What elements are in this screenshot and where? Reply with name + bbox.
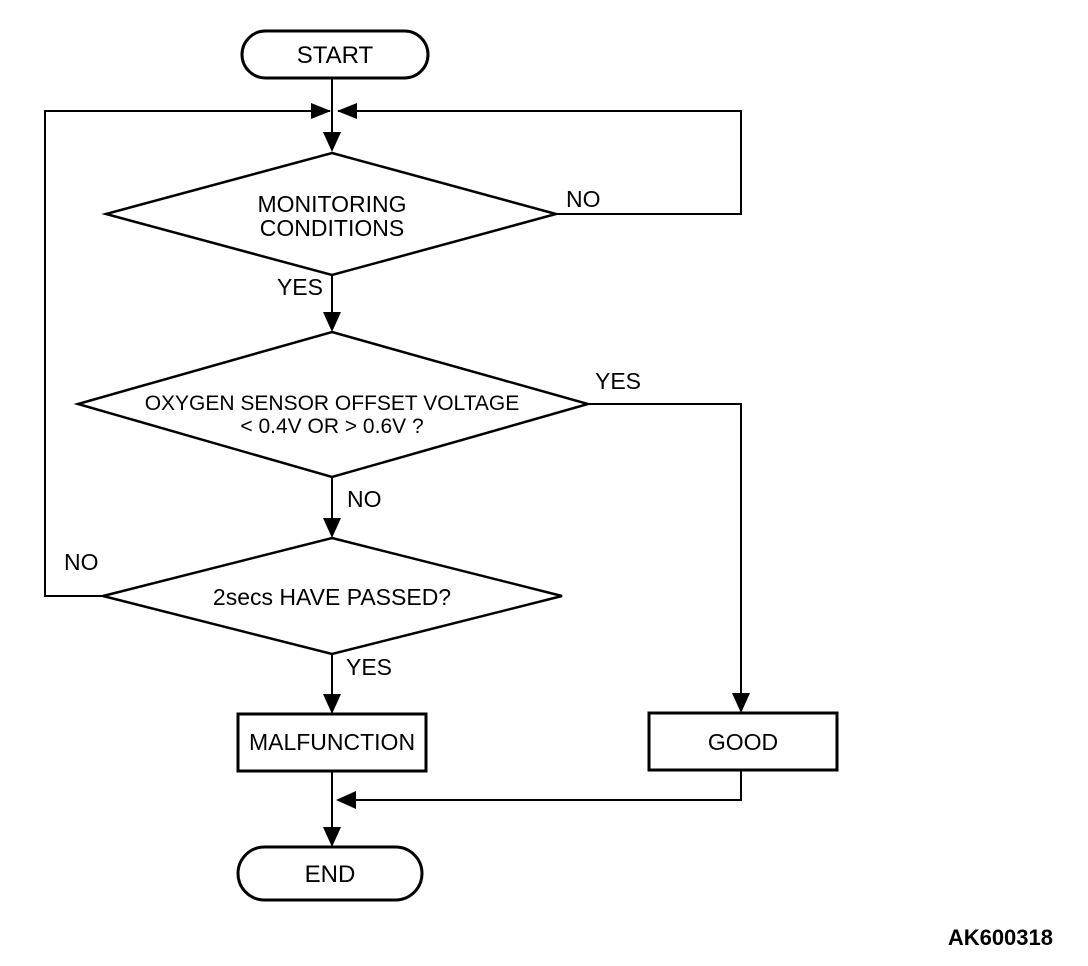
node-oxygen-label-line1: OXYGEN SENSOR OFFSET VOLTAGE <box>145 392 520 415</box>
arrowhead-good-merge-icon <box>336 791 356 809</box>
edge-label-oxygen-no: NO <box>347 486 382 512</box>
node-good-label: GOOD <box>708 729 778 755</box>
edge-label-oxygen-yes: YES <box>595 368 641 394</box>
arrowhead-into-malfunction-icon <box>323 694 341 714</box>
arrowhead-into-passed-icon <box>323 518 341 538</box>
node-monitoring-decision <box>101 151 561 277</box>
node-passed-label: 2secs HAVE PASSED? <box>213 584 451 610</box>
edge-label-passed-yes: YES <box>346 654 392 680</box>
node-end-terminal <box>236 845 424 902</box>
node-good-box <box>647 711 839 772</box>
arrowhead-junction-right-icon <box>337 103 357 119</box>
edge-label-passed-no: NO <box>64 549 99 575</box>
node-malfunction-box <box>236 712 428 773</box>
figure-id-label: AK600318 <box>948 925 1053 950</box>
arrowhead-junction-left-icon <box>311 103 331 119</box>
arrowhead-into-end-icon <box>323 827 341 847</box>
node-start-terminal <box>240 29 430 80</box>
edge-monitoring-no-loop-rail <box>338 110 742 215</box>
arrowhead-into-good-icon <box>732 693 750 713</box>
node-start-label: START <box>297 42 374 69</box>
arrowhead-into-monitoring-icon <box>323 132 341 152</box>
node-malfunction-label: MALFUNCTION <box>249 729 415 755</box>
arrowhead-into-oxygen-icon <box>323 312 341 332</box>
edge-label-monitoring-no: NO <box>566 186 601 212</box>
node-oxygen-decision <box>73 330 593 479</box>
node-passed-decision <box>102 536 563 656</box>
node-monitoring-label-line2: CONDITIONS <box>260 215 404 241</box>
node-oxygen-label-line2: < 0.4V OR > 0.6V ? <box>240 415 423 438</box>
node-end-label: END <box>305 861 356 888</box>
edge-oxygen-yes-to-good <box>588 403 742 710</box>
edge-label-monitoring-yes: YES <box>277 274 323 300</box>
edge-good-to-end <box>338 770 742 801</box>
edge-passed-no-loop-rail <box>44 110 330 597</box>
node-monitoring-label-line1: MONITORING <box>257 191 406 217</box>
